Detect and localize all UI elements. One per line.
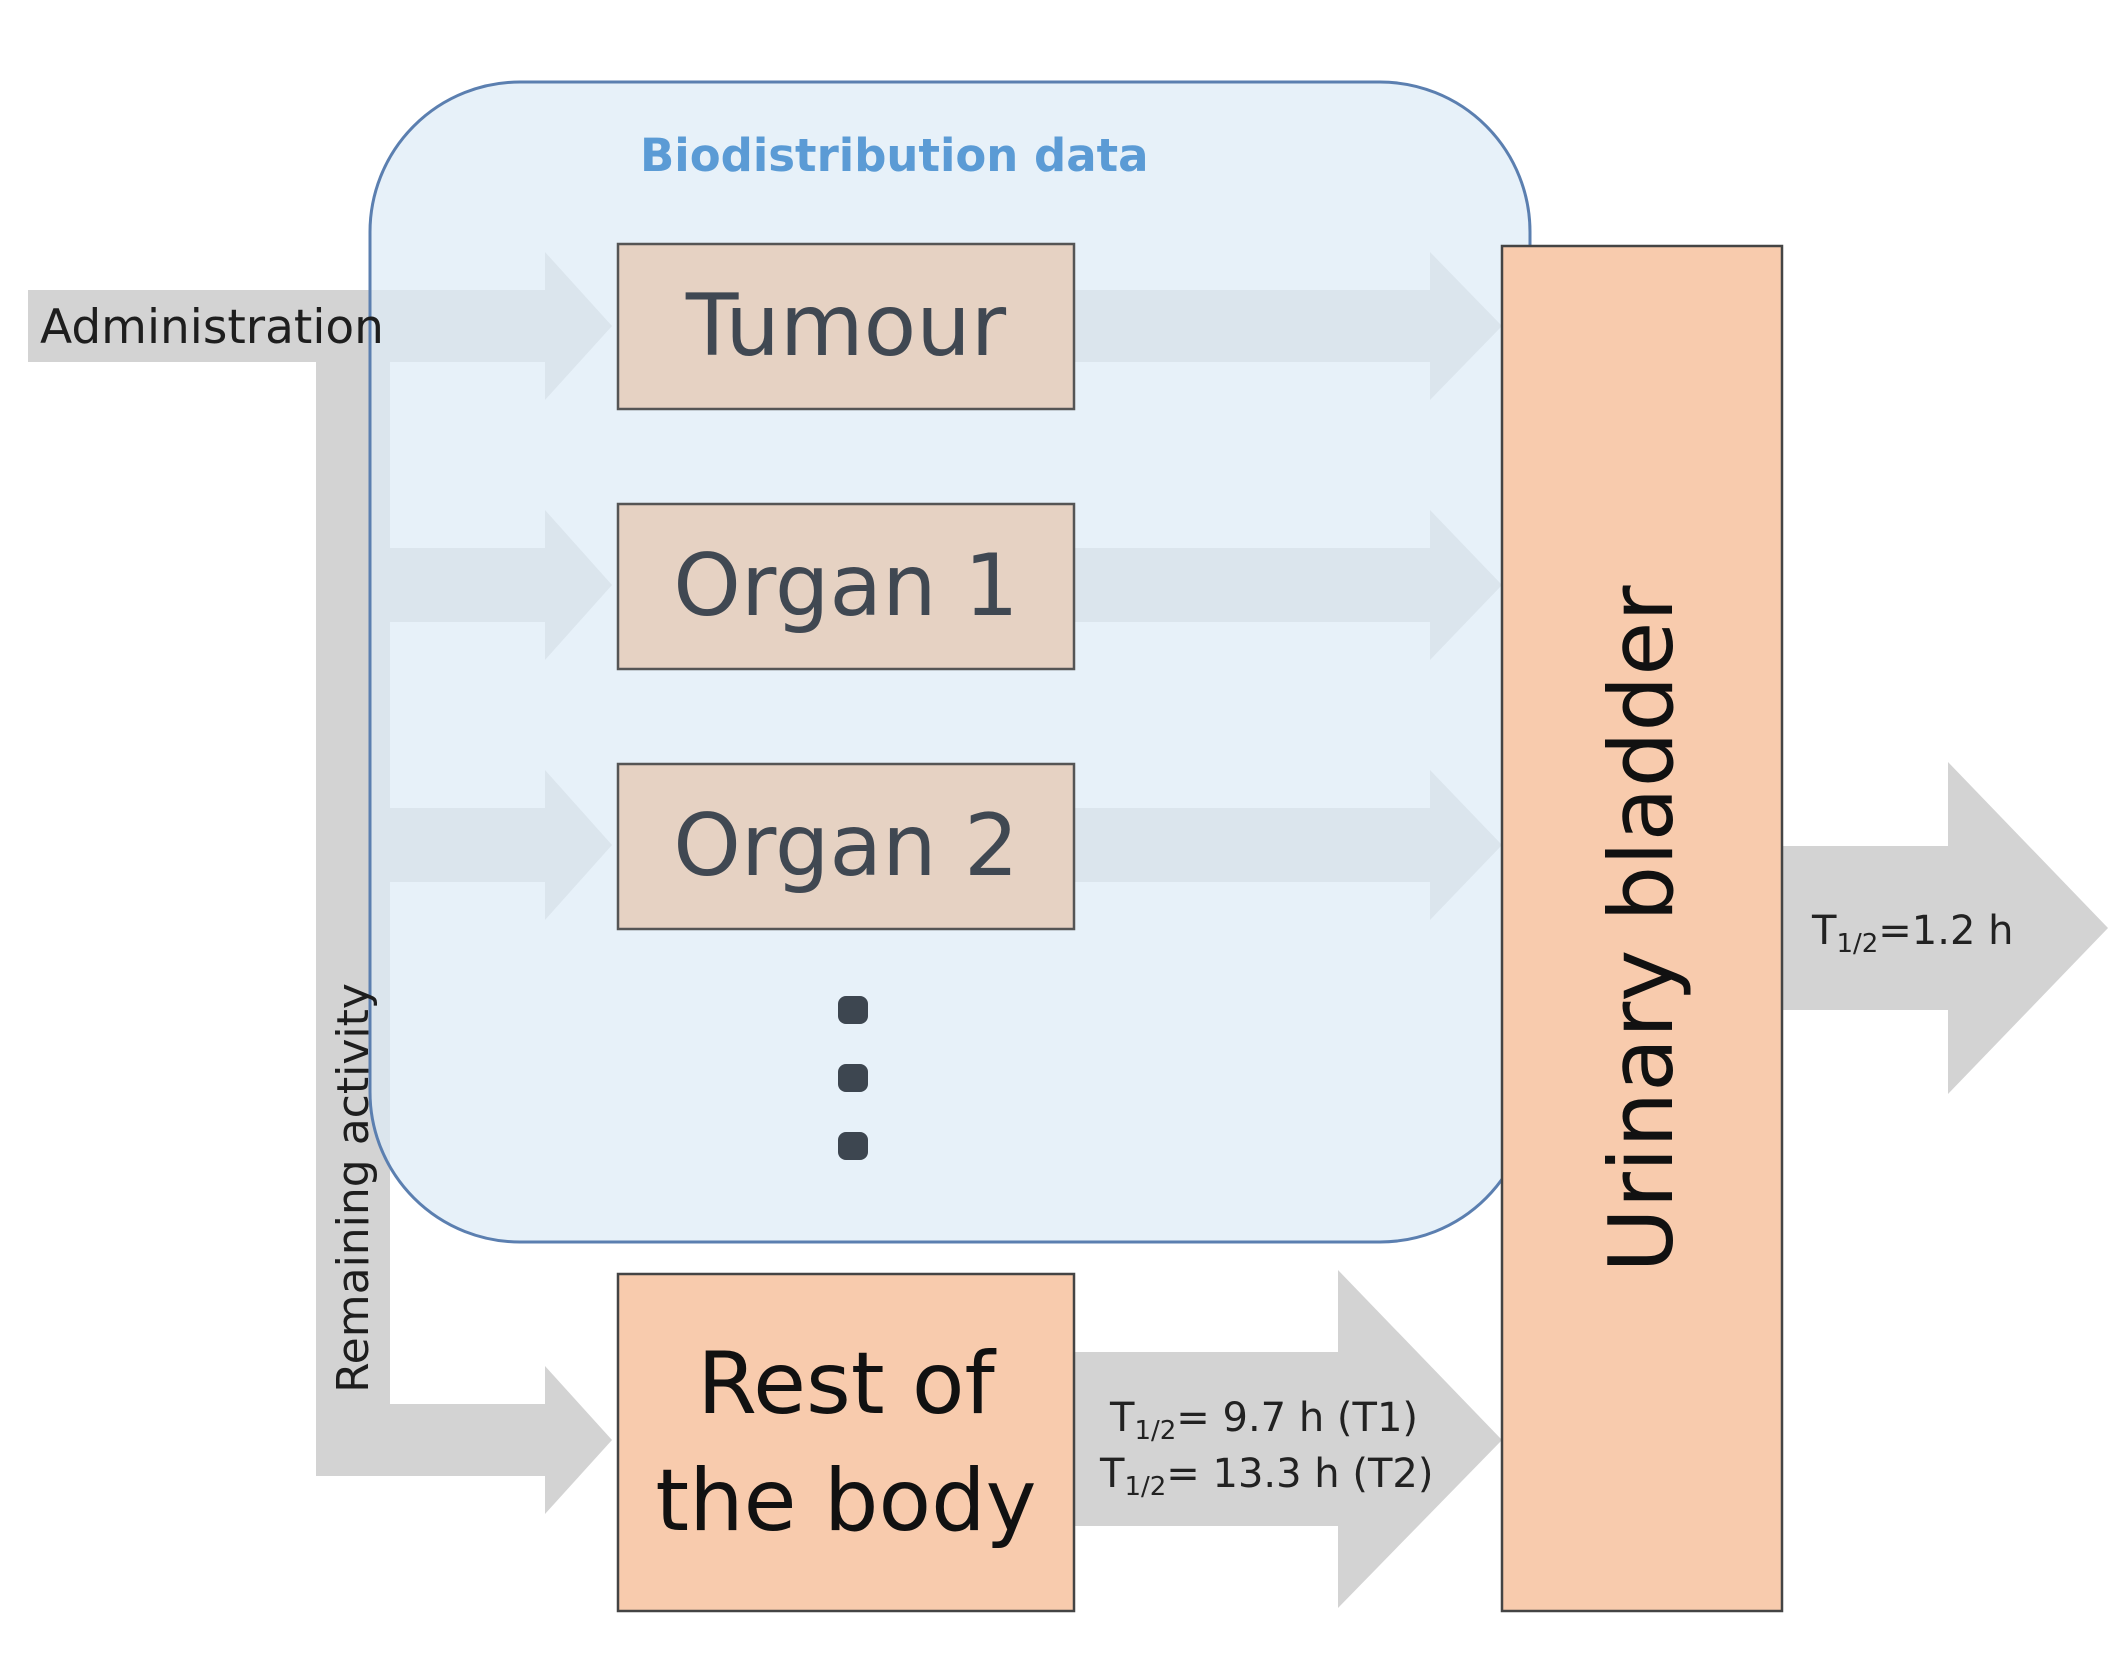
half-life-subscript: 1/2 <box>1124 1472 1167 1502</box>
half-life-subscript: 1/2 <box>1134 1416 1177 1446</box>
remaining-activity-label: Remaining activity <box>328 983 379 1393</box>
urinary-bladder-label-container: Urinary bladder <box>1502 246 1782 1611</box>
administration-bar <box>28 290 370 362</box>
feed-arrow-rest <box>316 1366 612 1514</box>
rest-of-body-line1: Rest of <box>697 1334 995 1435</box>
ellipsis-dot <box>838 1132 868 1160</box>
rest-half-life-t2: T1/2= 13.3 h (T2) <box>1100 1454 1433 1500</box>
rest-half-life-t1: T1/2= 9.7 h (T1) <box>1110 1398 1418 1444</box>
rest-of-body-line2: the body <box>655 1450 1037 1551</box>
bladder-half-life: T1/2=1.2 h <box>1812 911 2013 957</box>
urinary-bladder-label: Urinary bladder <box>1590 584 1693 1273</box>
half-life-value: =1.2 h <box>1878 908 2014 954</box>
half-life-value: = 13.3 h (T2) <box>1166 1451 1434 1497</box>
tumour-box <box>616 242 1076 411</box>
half-life-symbol: T <box>1100 1451 1125 1497</box>
half-life-value: = 9.7 h (T1) <box>1176 1395 1418 1441</box>
ellipsis-dot <box>838 1064 868 1092</box>
tumour-label: Tumour <box>685 276 1007 377</box>
half-life-symbol: T <box>1110 1395 1135 1441</box>
biodistribution-title: Biodistribution data <box>640 129 1149 182</box>
half-life-subscript: 1/2 <box>1836 929 1879 959</box>
rest-of-body-label: Rest of the body <box>618 1274 1074 1611</box>
half-life-symbol: T <box>1812 908 1837 954</box>
administration-label: Administration <box>40 300 384 355</box>
ellipsis-dot <box>838 996 868 1024</box>
excretion-arrow <box>1782 762 2108 1094</box>
organ1-label: Organ 1 <box>673 536 1019 637</box>
urinary-bladder-box <box>1500 244 1784 1613</box>
rest-of-body-box <box>616 1272 1076 1613</box>
organ1-box <box>616 502 1076 671</box>
organ2-label: Organ 2 <box>673 796 1019 897</box>
flow-arrow-rest <box>1074 1270 1502 1608</box>
organ2-box <box>616 762 1076 931</box>
